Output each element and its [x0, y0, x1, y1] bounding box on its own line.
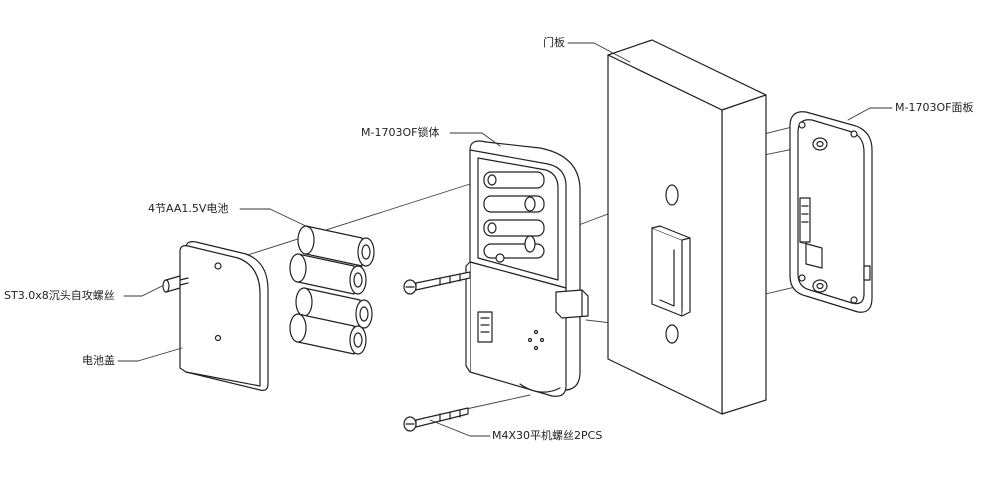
batteries-label: 4节AA1.5V电池 [148, 202, 229, 215]
lock-body-label: M-1703OF锁体 [361, 126, 440, 139]
door-panel-label: 门板 [543, 36, 565, 49]
machine-screw-lower [403, 407, 469, 432]
face-plate-label: M-1703OF面板 [895, 101, 974, 114]
battery-2 [289, 253, 367, 295]
leader-face-plate [847, 107, 893, 121]
battery-cover-label: 电池盖 [82, 354, 115, 367]
leader-cover [117, 347, 183, 362]
face-plate [789, 111, 873, 313]
leader-machine-screws [429, 419, 491, 437]
lock-body [465, 140, 589, 397]
leader-door-panel [567, 42, 631, 63]
machine-screws-label: M4X30平机螺丝2PCS [492, 429, 603, 442]
battery-1 [297, 225, 375, 267]
batteries [289, 225, 375, 355]
leader-lock-body [449, 132, 501, 147]
callout-leaders [117, 42, 893, 437]
door-panel [607, 39, 767, 415]
battery-4 [289, 313, 367, 355]
battery-cover [179, 241, 269, 391]
st-screw [162, 275, 189, 293]
machine-screw-upper [403, 271, 471, 295]
battery-3 [295, 287, 373, 329]
leader-screw [123, 285, 163, 297]
leader-batteries [239, 208, 311, 229]
screw-label: ST3.0x8沉头自攻螺丝 [4, 289, 115, 302]
